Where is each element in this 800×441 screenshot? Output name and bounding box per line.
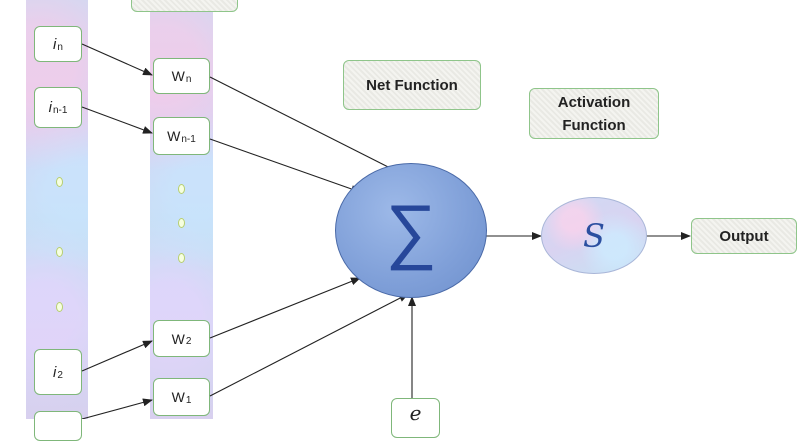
arrow-wn-to-sum — [209, 76, 411, 179]
ellipsis-dot — [178, 253, 185, 263]
bias-node: e — [391, 398, 440, 438]
arrow-w2-to-sum — [209, 277, 361, 339]
arrow-in-to-wn — [81, 43, 153, 76]
net-function-label: Net Function — [343, 60, 481, 110]
activation-function-label: Activation Function — [529, 88, 659, 139]
ellipsis-dot — [56, 247, 63, 257]
top-label-box-cropped — [131, 0, 238, 12]
activation-node: S — [541, 197, 647, 274]
output-label: Output — [691, 218, 797, 254]
connection-arrows — [81, 43, 691, 419]
summation-node: ∑ — [335, 163, 487, 298]
activation-symbol: S — [583, 216, 605, 255]
arrow-w1-to-sum — [209, 293, 409, 397]
ellipsis-dot — [178, 218, 185, 228]
ellipsis-dot — [56, 177, 63, 187]
ellipsis-dot — [56, 302, 63, 312]
ellipsis-dot — [178, 184, 185, 194]
arrow-in1-to-wn1 — [81, 106, 153, 134]
arrow-i2-to-w2 — [81, 340, 153, 372]
arrow-wn1-to-sum — [209, 138, 361, 193]
arrow-i1-to-w1 — [81, 398, 153, 419]
sigma-symbol: ∑ — [385, 190, 437, 271]
